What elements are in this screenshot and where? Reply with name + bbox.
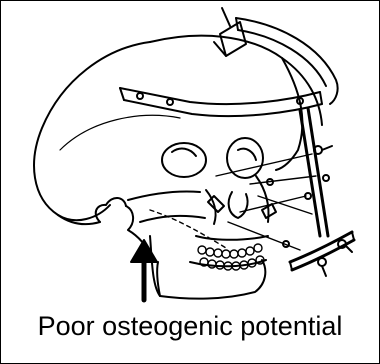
skull-drawing	[34, 36, 322, 299]
figure-caption: Poor osteogenic potential	[0, 309, 380, 343]
halo-frame-drawing	[120, 8, 354, 276]
